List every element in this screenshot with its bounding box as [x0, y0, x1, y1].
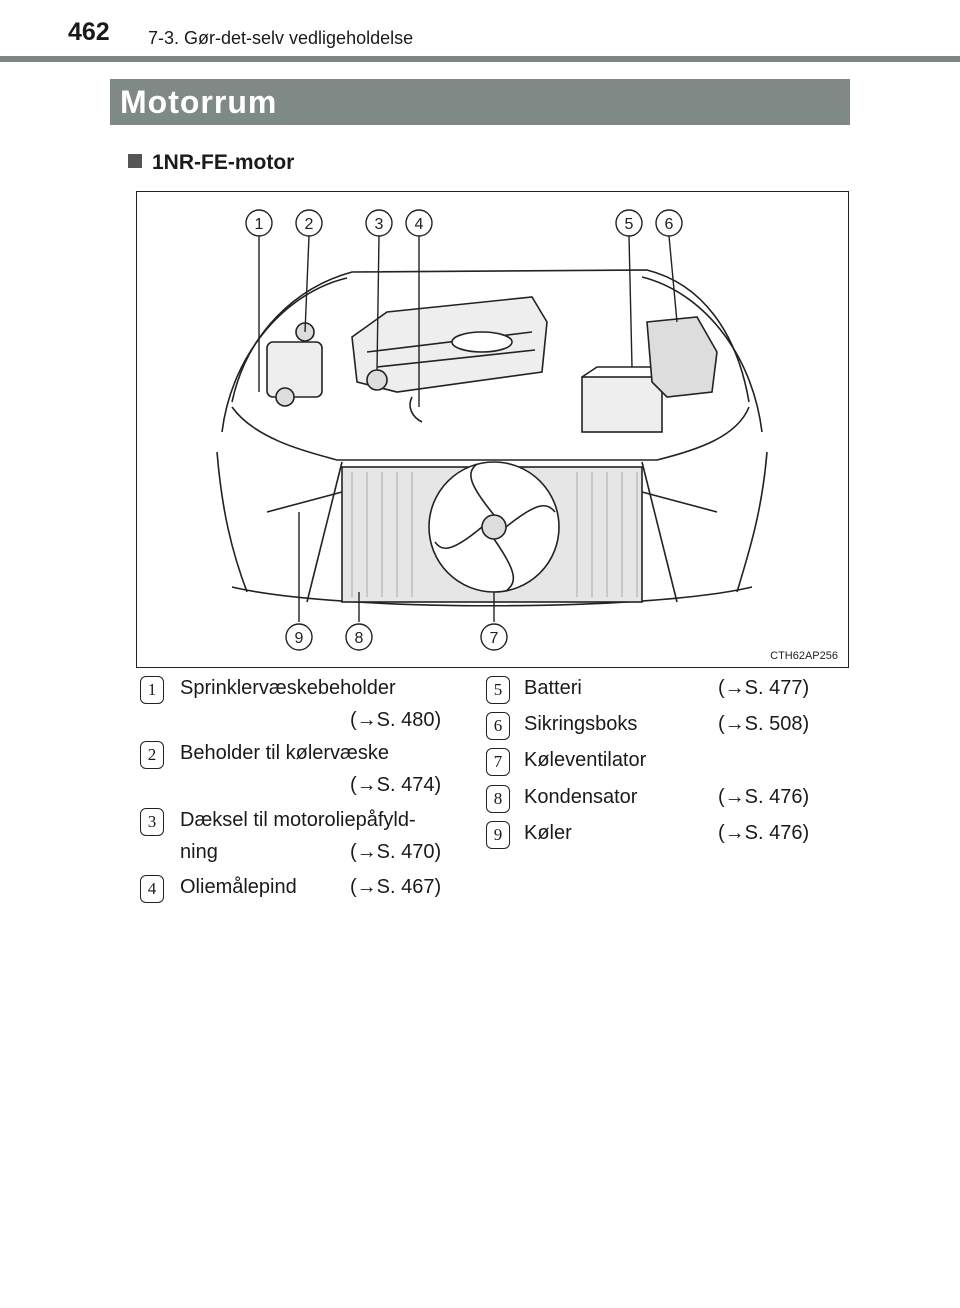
square-bullet-icon [128, 154, 142, 168]
header-rule [0, 56, 960, 62]
legend-number-badge: 5 [486, 676, 510, 704]
page-header: 462 7-3. Gør-det-selv vedligeholdelse [0, 0, 960, 62]
legend-label: Køleventilator [524, 749, 647, 771]
callout-9: 9 [295, 630, 304, 647]
legend-page-ref: (→S. 477) [718, 677, 810, 699]
legend-page-ref: (→S. 474) [350, 774, 442, 796]
callout-4: 4 [415, 216, 424, 233]
legend-number-badge: 1 [140, 676, 164, 704]
legend-number-badge: 4 [140, 875, 164, 903]
sub-heading: 1NR-FE-motor [128, 151, 294, 175]
legend-label: Køler [524, 822, 572, 844]
callout-5: 5 [625, 216, 634, 233]
engine-bay-figure: 1 2 3 4 5 6 9 8 7 CTH62AP256 [136, 191, 849, 668]
legend-number-badge: 2 [140, 741, 164, 769]
legend-number-badge: 9 [486, 821, 510, 849]
page-title: Motorrum [120, 84, 278, 120]
legend-label: Sikringsboks [524, 713, 638, 735]
callout-1: 1 [255, 216, 264, 233]
legend-number-badge: 8 [486, 785, 510, 813]
callout-3: 3 [375, 216, 384, 233]
sub-heading-text: 1NR-FE-motor [152, 151, 295, 174]
section-title: 7-3. Gør-det-selv vedligeholdelse [148, 28, 414, 48]
callout-7: 7 [490, 630, 499, 647]
legend-label-continued: ning [180, 841, 218, 863]
legend-label: Beholder til kølervæske [180, 742, 389, 764]
legend-page-ref: (→S. 508) [718, 713, 810, 735]
legend-page-ref: (→S. 480) [350, 709, 442, 731]
figure-code: CTH62AP256 [770, 650, 838, 662]
legend-page-ref: (→S. 467) [350, 876, 442, 898]
legend-number-badge: 3 [140, 808, 164, 836]
legend-label: Sprinklervæskebeholder [180, 677, 396, 699]
callout-8: 8 [355, 630, 364, 647]
legend-label: Dæksel til motoroliepåfyld- [180, 809, 416, 831]
callout-6: 6 [665, 216, 674, 233]
page-number: 462 [68, 18, 110, 46]
callout-2: 2 [305, 216, 314, 233]
legend-number-badge: 6 [486, 712, 510, 740]
legend-label: Batteri [524, 677, 582, 699]
title-bar: Motorrum [110, 79, 850, 125]
engine-bay-illustration: 1 2 3 4 5 6 9 8 7 [216, 209, 768, 651]
legend-label: Kondensator [524, 786, 638, 808]
legend-page-ref: (→S. 470) [350, 841, 442, 863]
legend-number-badge: 7 [486, 748, 510, 776]
legend-page-ref: (→S. 476) [718, 822, 810, 844]
legend-page-ref: (→S. 476) [718, 786, 810, 808]
legend-label: Oliemålepind [180, 876, 297, 898]
